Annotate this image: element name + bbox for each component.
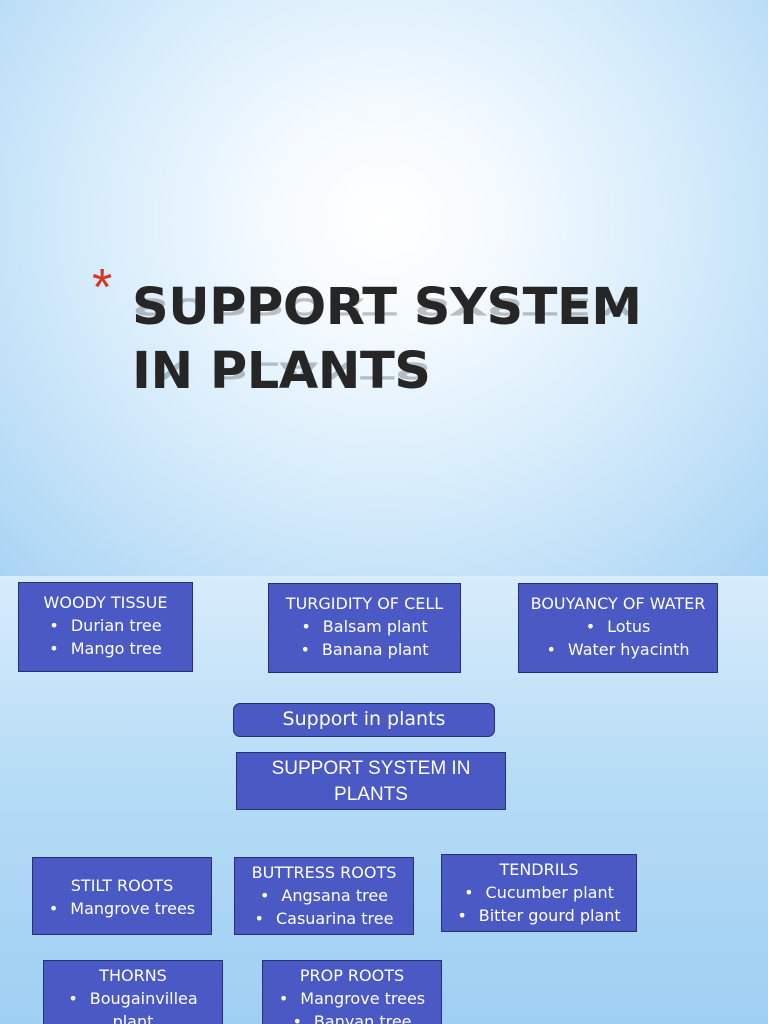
box-heading: THORNS [99, 966, 167, 985]
woody-tissue-box: WOODY TISSUE Durian tree Mango tree [18, 582, 193, 672]
thorns-box: THORNS Bougainvillea plant [43, 960, 223, 1024]
list-item: Mangrove trees [33, 897, 211, 920]
title-line-2: IN PLANTS [132, 340, 642, 404]
title-line-1: SUPPORT SYSTEM [132, 276, 642, 340]
title-slide: * SUPPORT SYSTEM IN PLANTS [0, 0, 768, 576]
box-heading: BUTTRESS ROOTS [251, 863, 397, 882]
slide-title: SUPPORT SYSTEM IN PLANTS [132, 276, 642, 404]
center-box-line-2: PLANTS [334, 784, 408, 805]
box-heading: TENDRILS [499, 860, 579, 879]
list-item: Mango tree [19, 637, 192, 660]
list-item: Mangrove trees [263, 987, 441, 1010]
list-item: Water hyacinth [519, 638, 717, 661]
list-item: Cucumber plant [442, 881, 636, 904]
stilt-roots-box: STILT ROOTS Mangrove trees [32, 857, 212, 935]
list-item: Durian tree [19, 614, 192, 637]
list-item: Casuarina tree [235, 907, 413, 930]
turgidity-of-cell-box: TURGIDITY OF CELL Balsam plant Banana pl… [268, 583, 461, 673]
tendrils-box: TENDRILS Cucumber plant Bitter gourd pla… [441, 854, 637, 932]
list-item-continuation-text: plant [112, 1012, 154, 1024]
box-heading: STILT ROOTS [70, 876, 174, 895]
box-heading: TURGIDITY OF CELL [285, 594, 444, 613]
box-heading: BOUYANCY OF WATER [530, 594, 706, 613]
list-item: Lotus [519, 615, 717, 638]
list-item: Banana plant [269, 638, 460, 661]
list-item: Balsam plant [269, 615, 460, 638]
title-bullet-asterisk: * [92, 259, 113, 317]
support-in-plants-label: Support in plants [233, 703, 495, 737]
bouyancy-of-water-box: BOUYANCY OF WATER Lotus Water hyacinth [518, 583, 718, 673]
box-heading: PROP ROOTS [299, 966, 405, 985]
box-heading: WOODY TISSUE [43, 593, 168, 612]
center-box-line-1: SUPPORT SYSTEM IN [271, 758, 471, 779]
list-item: Angsana tree [235, 884, 413, 907]
buttress-roots-box: BUTTRESS ROOTS Angsana tree Casuarina tr… [234, 857, 414, 935]
list-item-continuation: plant [44, 1010, 222, 1024]
list-item: Banyan tree [263, 1010, 441, 1024]
list-item: Bougainvillea [44, 987, 222, 1010]
support-system-center-box: SUPPORT SYSTEM IN PLANTS [236, 752, 506, 810]
prop-roots-box: PROP ROOTS Mangrove trees Banyan tree [262, 960, 442, 1024]
list-item: Bitter gourd plant [442, 904, 636, 927]
